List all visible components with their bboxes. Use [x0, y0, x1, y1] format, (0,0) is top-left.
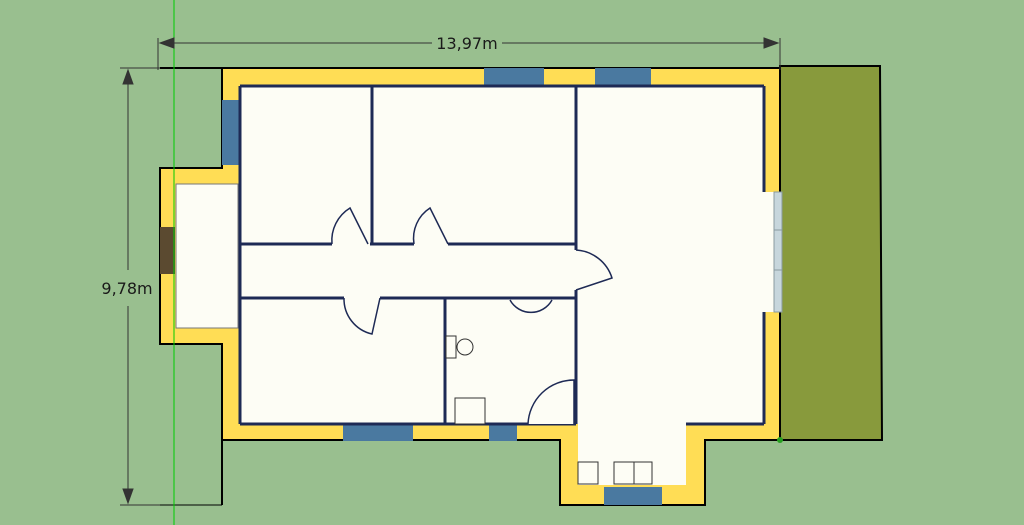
- window-bottom-bay: [604, 487, 662, 505]
- room-bottom-left: [240, 298, 445, 424]
- living-room: [576, 86, 776, 485]
- window-top-1: [484, 68, 544, 85]
- bay-cabinet-1: [577, 461, 599, 485]
- door-bathroom-bottom: [527, 379, 575, 425]
- bath-sink: [454, 397, 486, 425]
- hallway: [240, 244, 576, 298]
- garden-area: [779, 65, 884, 441]
- width-label: 13,97m: [436, 34, 497, 53]
- dimension-width: [157, 37, 781, 70]
- window-right-glass: [773, 191, 783, 313]
- toilet-tank: [445, 335, 457, 359]
- bay-cabinet-3: [633, 461, 653, 485]
- door-swings: [331, 206, 613, 425]
- window-left: [222, 100, 239, 165]
- window-bottom-2: [489, 425, 517, 441]
- door-bathroom-top: [509, 299, 553, 314]
- door-hall-right: [575, 249, 613, 291]
- left-bay: [176, 184, 238, 328]
- fixtures: [445, 335, 653, 485]
- door-room-top-middle: [412, 206, 449, 245]
- dimension-height: [120, 67, 160, 506]
- windows: [222, 68, 662, 505]
- door-room-top-left: [331, 206, 369, 245]
- interior-walls: [238, 84, 766, 426]
- room-top-middle: [372, 86, 576, 244]
- door-room-bottom-left: [343, 297, 381, 335]
- left-bay-door: [160, 227, 175, 274]
- window-top-2: [595, 68, 651, 85]
- toilet-bowl: [456, 338, 474, 356]
- height-label: 9,78m: [101, 279, 152, 298]
- left-bay-outline: [175, 183, 239, 329]
- bay-cabinet-2: [613, 461, 635, 485]
- window-bottom-1: [343, 425, 413, 441]
- corner-point: [777, 437, 783, 443]
